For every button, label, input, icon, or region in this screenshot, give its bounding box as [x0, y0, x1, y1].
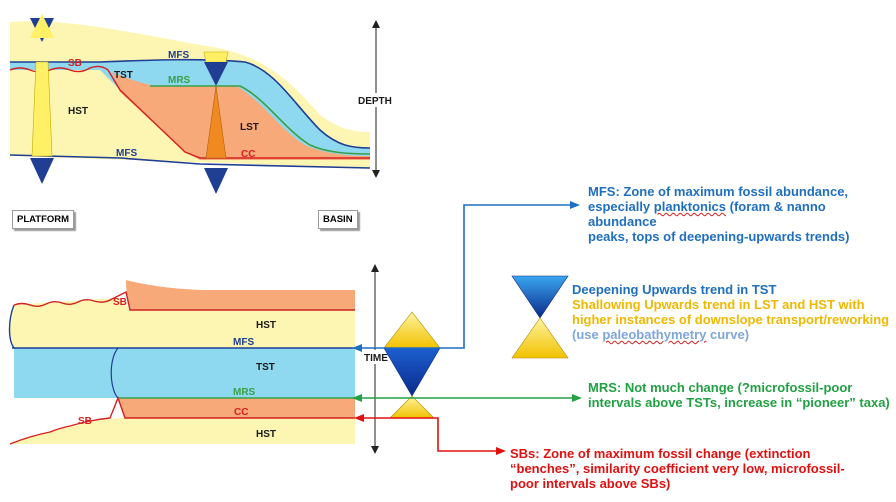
- mfs-connector: [360, 204, 572, 349]
- deepening-triangle: [383, 347, 441, 397]
- lst-label-top: LST: [240, 122, 259, 133]
- sb-note-line2: “benches”, similarity coefficient very l…: [510, 461, 845, 476]
- platform-indicator-bottom-triangle: [30, 158, 54, 184]
- legend-shallowing-triangle: [511, 317, 569, 359]
- mrs-line-top: [150, 85, 371, 155]
- slope-indicator-orange: [205, 85, 227, 159]
- sb-label-bottom-lower: SB: [78, 416, 92, 427]
- hst-label-bottom-upper: HST: [256, 320, 276, 331]
- time-arrow-head-top: [371, 264, 379, 272]
- depth-arrow-head-top: [372, 20, 380, 28]
- mrs-connector-arrowhead-left: [352, 394, 362, 402]
- mrs-label-top: MRS: [168, 75, 191, 86]
- mfs-line-top-lower: [9, 154, 371, 169]
- mfs-note: MFS: Zone of maximum fossil abundance, e…: [588, 184, 896, 244]
- sb-line-bottom-lower: [9, 396, 355, 445]
- trend-legend-hourglass: [511, 275, 569, 359]
- sb-label-top: SB: [68, 58, 82, 69]
- mrs-note-line2: intervals above TSTs, increase in “pione…: [588, 395, 890, 410]
- lst-layer-lower: [118, 398, 355, 418]
- mrs-label-bottom: MRS: [233, 387, 256, 398]
- basin-label: BASIN: [318, 210, 358, 229]
- hst-layer-lower: [10, 418, 355, 444]
- bottom-chronostratigraphic-section: SB HST MFS TST MRS SB CC HST TIME: [8, 264, 392, 454]
- slope-indicator-blue-bottom: [204, 168, 228, 194]
- time-label: TIME: [364, 353, 388, 364]
- top-cross-section: SB TST HST MFS MRS LST MFS CC DEPTH: [9, 14, 396, 194]
- mfs-label-bottom: MFS: [233, 337, 254, 348]
- sb-label-bottom-upper: SB: [113, 297, 127, 308]
- mfs-line-top-upper: [10, 58, 371, 149]
- time-arrow-head-bottom: [371, 446, 379, 454]
- depth-label: DEPTH: [358, 96, 392, 107]
- mrs-note: MRS: Not much change (?microfossil-poor …: [588, 380, 890, 410]
- trend-note-line3: higher instances of downslope transport/…: [572, 312, 890, 327]
- sb-line-top: [9, 65, 370, 159]
- sb-note-line3: poor intervals above SBs): [510, 476, 671, 491]
- tst-label-bottom: TST: [256, 362, 275, 373]
- mrs-connector-arrowhead-right: [572, 394, 582, 402]
- mfs-connector-arrowhead-right: [570, 201, 580, 209]
- tst-layer-bottom: [14, 348, 355, 398]
- slope-indicator-blue-top: [204, 62, 228, 86]
- lst-layer-upper: [126, 280, 355, 310]
- platform-label: PLATFORM: [12, 210, 75, 229]
- trend-symbols-stack: [383, 311, 441, 419]
- sb-connector-arrowhead-left: [354, 414, 364, 422]
- depth-arrow-head-bottom: [372, 170, 380, 178]
- trend-note-line4: (use paleobathymetry curve): [572, 327, 750, 342]
- left-edge-line: [8, 304, 15, 349]
- mfs-connector-arrowhead-left: [352, 344, 362, 352]
- platform-indicator-yellow-up: [30, 14, 54, 38]
- slope-indicator-yellow-top: [203, 51, 229, 63]
- shallowing-triangle-lower: [389, 395, 435, 419]
- trend-note-line1: Deepening Upwards trend in TST: [572, 282, 777, 297]
- hst-label-top: HST: [68, 106, 88, 117]
- sb-note: SBs: Zone of maximum fossil change (exti…: [510, 446, 845, 491]
- cc-label-bottom: CC: [234, 407, 248, 418]
- trend-note-line2: Shallowing Upwards trend in LST and HST …: [572, 297, 865, 312]
- shallowing-triangle-upper: [383, 311, 441, 349]
- mfs-note-line3: peaks, tops of deepening-upwards trends): [588, 229, 850, 244]
- legend-deepening-triangle: [511, 275, 569, 319]
- mfs-note-line2: especially planktonics (foram & nanno ab…: [588, 199, 826, 229]
- mfs-note-line1: MFS: Zone of maximum fossil abundance,: [588, 184, 849, 199]
- sb-line-bottom-upper: [13, 290, 355, 311]
- platform-indicator-yellow-col: [31, 61, 53, 157]
- hst-label-bottom-lower: HST: [256, 429, 276, 440]
- sb-connector: [362, 417, 498, 452]
- lst-layer: [112, 72, 370, 160]
- mrs-note-line1: MRS: Not much change (?microfossil-poor: [588, 380, 853, 395]
- tst-label-top: TST: [114, 70, 133, 81]
- cc-label-top: CC: [241, 149, 255, 160]
- mfs-label-top-lower: MFS: [116, 148, 137, 159]
- mfs-label-top-upper: MFS: [168, 50, 189, 61]
- sb-connector-arrowhead-right: [496, 447, 506, 455]
- sb-note-line1: SBs: Zone of maximum fossil change (exti…: [510, 446, 811, 461]
- tst-left-boundary: [110, 347, 119, 399]
- trend-note: Deepening Upwards trend in TST Shallowin…: [572, 282, 889, 342]
